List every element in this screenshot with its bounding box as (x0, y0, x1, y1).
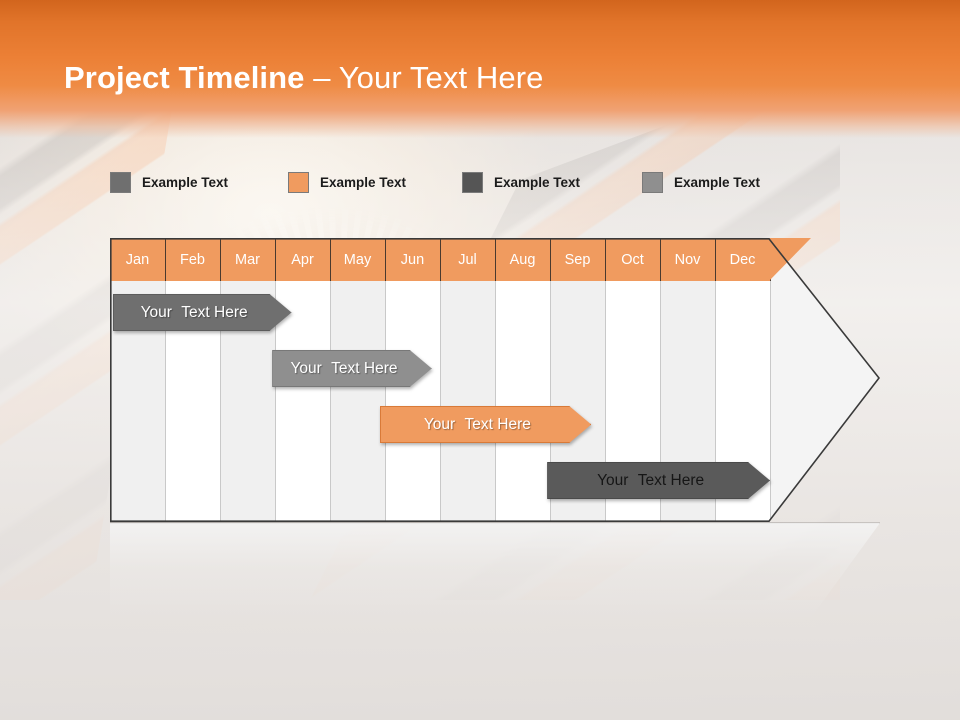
page-title-strong: Project Timeline (64, 60, 305, 95)
timeline-task-label: Your Text Here (380, 416, 592, 434)
timeline-header-divider (220, 238, 221, 281)
timeline-task-label-part1: Your (290, 359, 322, 377)
timeline-header-divider (605, 238, 606, 281)
legend-label: Example Text (142, 174, 229, 190)
timeline-header-divider (660, 238, 661, 281)
timeline-column-jul: Jul (440, 238, 495, 522)
timeline-column-mar: Mar (220, 238, 275, 522)
timeline-month-header: Jun (385, 238, 440, 281)
timeline-task-label: Your Text Here (547, 472, 770, 490)
legend-item[interactable]: Example Text (642, 168, 760, 196)
timeline-header-divider (550, 238, 551, 281)
legend-swatch-icon (642, 171, 663, 193)
chart-reflection (110, 523, 880, 619)
timeline-task-bar[interactable]: Your Text Here (112, 294, 292, 331)
timeline-month-header: Feb (165, 238, 220, 281)
timeline-task-label: Your Text Here (272, 360, 432, 378)
timeline-month-header: Nov (660, 238, 715, 281)
timeline-task-arrow-shape (112, 294, 292, 331)
legend-swatch-icon (288, 171, 309, 193)
legend-swatch-icon (462, 171, 483, 193)
timeline-task-arrow-shape (272, 350, 432, 387)
timeline-month-header: Dec (715, 238, 770, 281)
timeline-header-divider (715, 238, 716, 281)
timeline-month-header: Mar (220, 238, 275, 281)
legend-label: Example Text (494, 174, 581, 190)
timeline-task-label-part1: Your (597, 471, 629, 489)
timeline-month-header: Jul (440, 238, 495, 281)
timeline-header-divider (385, 238, 386, 281)
timeline-header-divider (275, 238, 276, 281)
timeline-task-arrow-shape (547, 462, 770, 499)
timeline-task-label-part1: Your (423, 415, 456, 433)
page-title-rest: – Your Text Here (304, 60, 544, 95)
timeline-column-feb: Feb (165, 238, 220, 522)
timeline-month-header: Apr (275, 238, 330, 281)
page-title: Project Timeline – Your Text Here (64, 60, 543, 96)
legend-label: Example Text (674, 174, 761, 190)
title-band (0, 0, 960, 138)
timeline-column-aug: Aug (495, 238, 550, 522)
timeline-header-divider (495, 238, 496, 281)
legend-item[interactable]: Example Text (110, 168, 228, 196)
timeline-task-arrow-shape (379, 406, 592, 443)
timeline-task-label-part2: Text Here (637, 471, 705, 489)
timeline-task-label-part2: Text Here (331, 359, 398, 377)
legend: Example Text Example Text Example Text Exam… (110, 168, 830, 196)
timeline-task-label-part1: Your (140, 303, 172, 321)
timeline-task-label-part2: Text Here (181, 303, 248, 321)
timeline-task-bar[interactable]: Your Text Here (379, 406, 592, 443)
timeline-task-label: Your Text Here (113, 304, 292, 322)
timeline-header-divider (330, 238, 331, 281)
legend-item[interactable]: Example Text (288, 168, 406, 196)
timeline-column-jan: Jan (110, 238, 165, 522)
timeline-header-divider (440, 238, 441, 281)
timeline-month-header: Aug (495, 238, 550, 281)
legend-label: Example Text (320, 174, 407, 190)
timeline-task-bar[interactable]: Your Text Here (272, 350, 432, 387)
timeline-month-header: Oct (605, 238, 660, 281)
timeline-month-header: May (330, 238, 385, 281)
timeline-header-divider (165, 238, 166, 281)
timeline-month-header: Jan (110, 238, 165, 281)
timeline-month-header: Sep (550, 238, 605, 281)
timeline-task-label-part2: Text Here (464, 415, 531, 433)
timeline-task-bar[interactable]: Your Text Here (547, 462, 770, 499)
legend-swatch-icon (110, 171, 131, 193)
legend-item[interactable]: Example Text (462, 168, 580, 196)
